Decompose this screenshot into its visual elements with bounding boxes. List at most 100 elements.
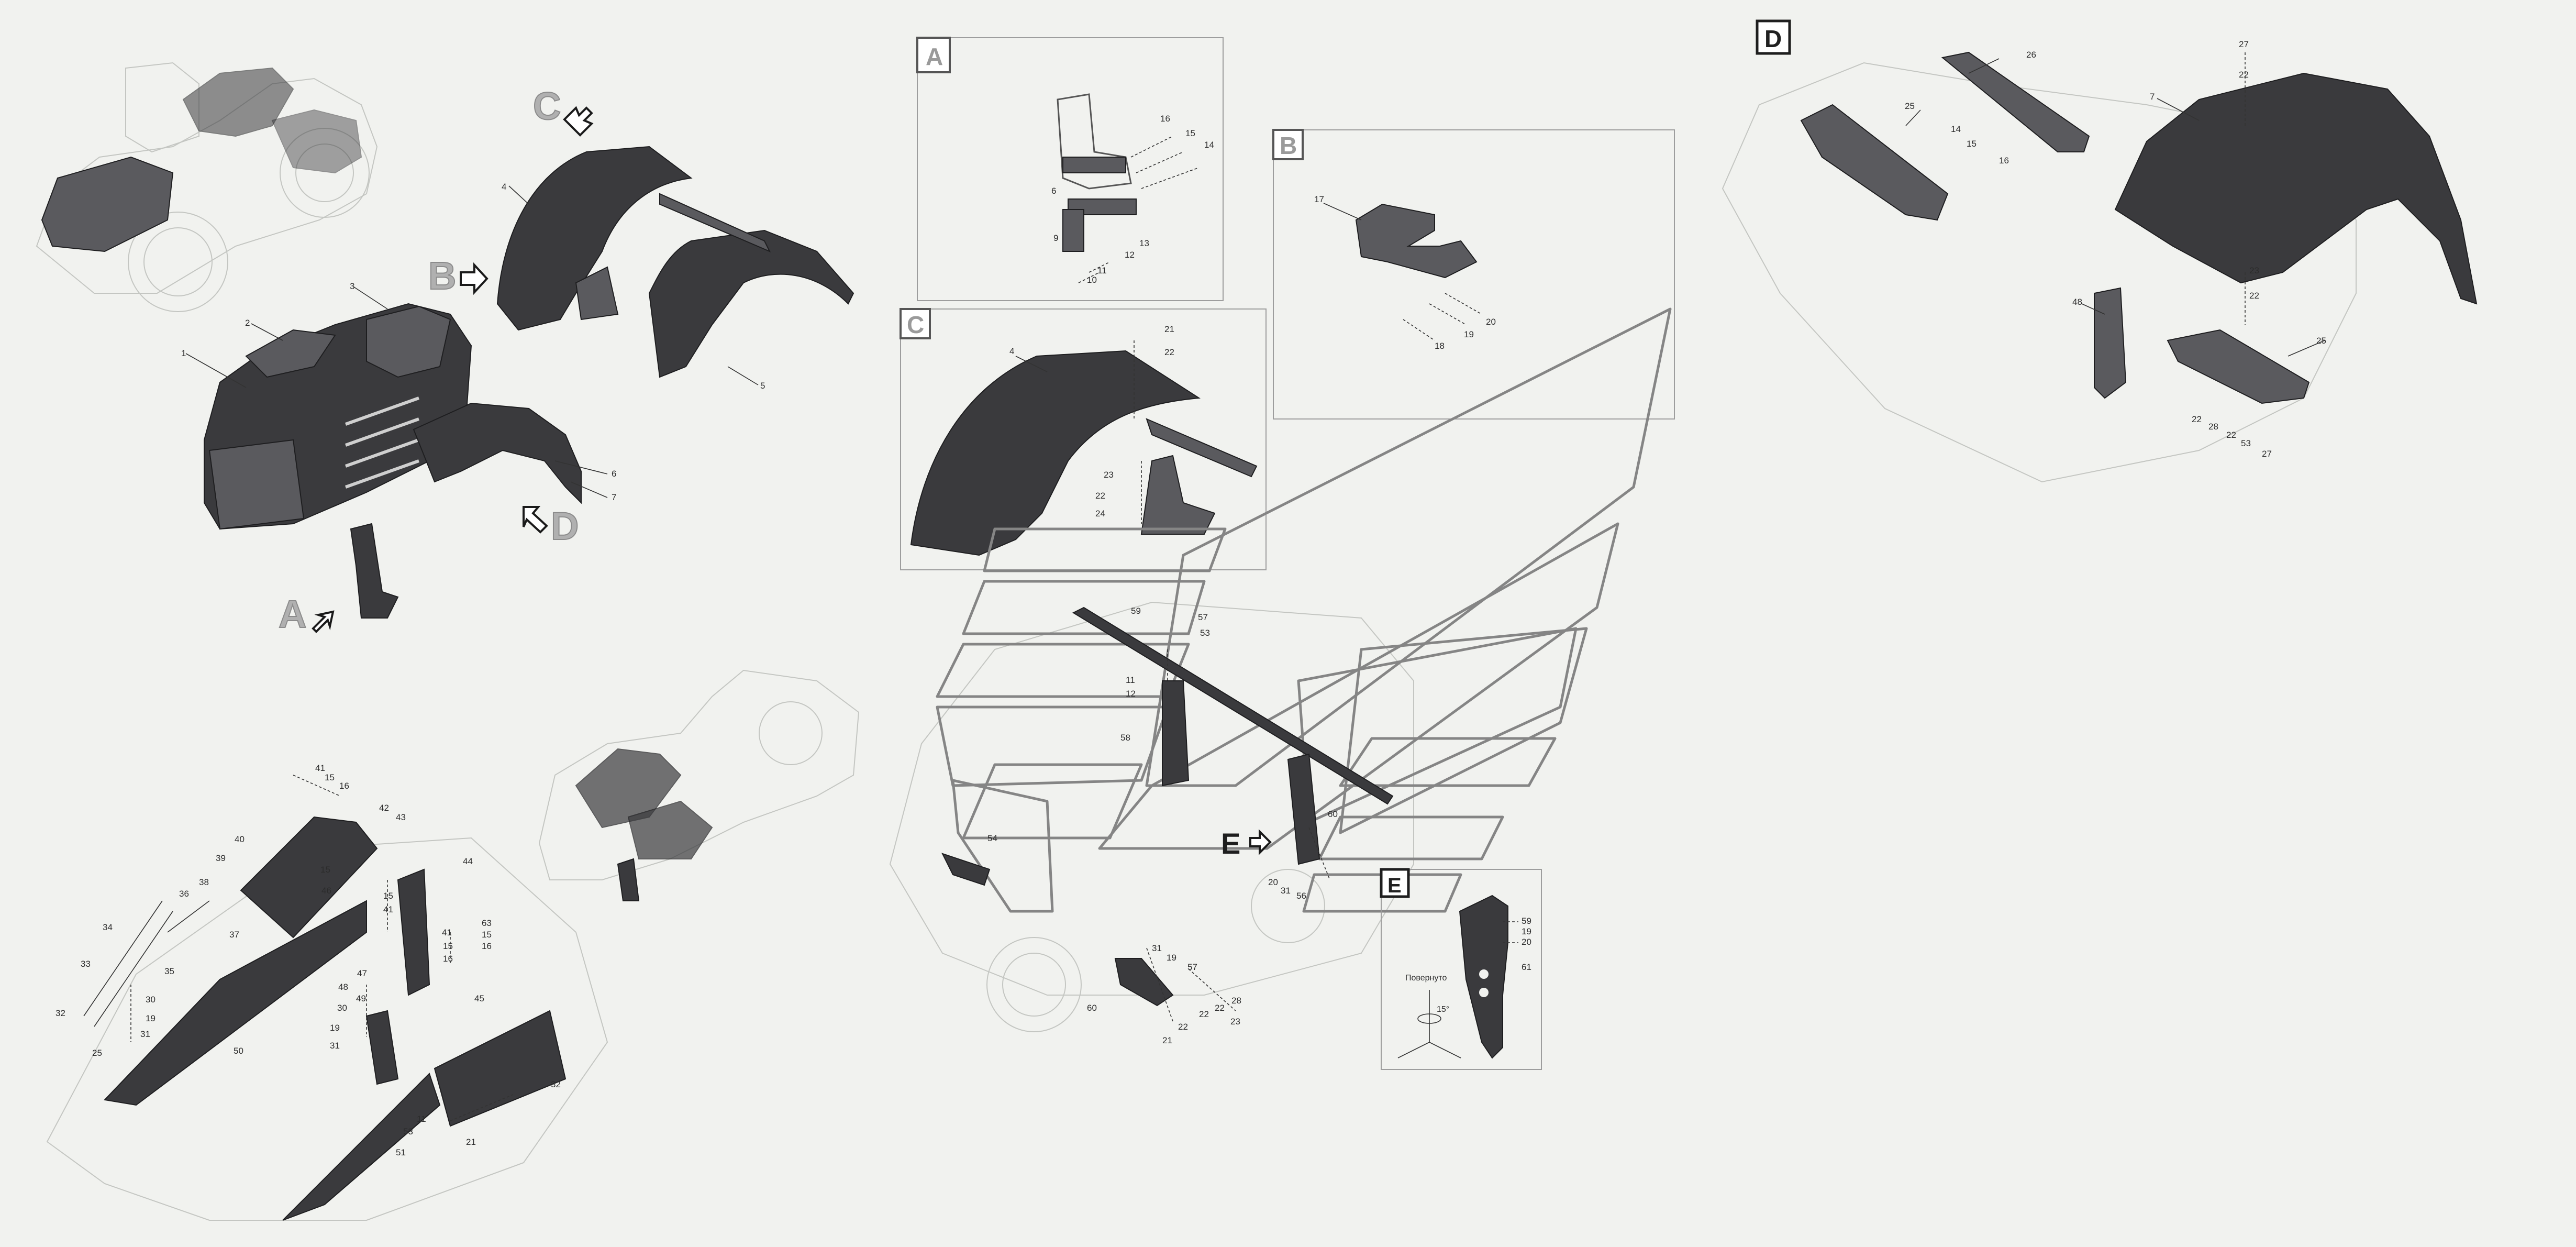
detail-b-callout-20: 20 — [1486, 317, 1496, 327]
ll-callout-44: 44 — [463, 856, 473, 866]
ll-callout-19a: 19 — [330, 1023, 340, 1033]
detail-d-callout-22c: 22 — [2192, 414, 2202, 424]
ll-callout-16b: 16 — [482, 941, 492, 951]
center-callout-22a: 22 — [1215, 1003, 1225, 1013]
ll-callout-15a: 15 — [325, 773, 335, 782]
arrow-d-icon — [523, 506, 548, 534]
ll-callout-47: 47 — [357, 968, 367, 978]
detail-d-callout-14: 14 — [1951, 124, 1961, 134]
ll-callout-37: 37 — [229, 930, 239, 940]
detail-d-callout-25a: 25 — [1905, 101, 1915, 111]
ll-callout-41b: 41 — [383, 904, 393, 914]
ll-callout-32a: 32 — [55, 1008, 65, 1018]
ll-callout-40: 40 — [235, 834, 245, 844]
front-fenders: 4 5 — [496, 146, 854, 391]
center-callout-58: 60 — [1328, 809, 1338, 819]
tractor-rear-overview — [538, 669, 860, 901]
detail-d-callout-22d: 22 — [2226, 430, 2236, 440]
ll-callout-31b: 31 — [140, 1029, 150, 1039]
center-callout-22b: 22 — [1199, 1009, 1209, 1019]
detail-c-callout-24: 24 — [1095, 509, 1105, 518]
callout-2: 2 — [245, 318, 250, 328]
ll-callout-21: 21 — [466, 1137, 476, 1147]
detail-c-callout-21: 21 — [1164, 324, 1174, 334]
detail-e-callout-61: 61 — [1522, 962, 1531, 972]
detail-a-callout-15: 15 — [1185, 128, 1195, 138]
ll-callout-45: 45 — [474, 994, 484, 1003]
ll-callout-11: 11 — [417, 1114, 426, 1124]
ll-callout-43: 43 — [396, 812, 406, 822]
callout-7: 7 — [612, 492, 616, 502]
center-callout-56: 59 — [1131, 606, 1141, 616]
detail-d-label: D — [1764, 25, 1782, 52]
callout-4: 4 — [502, 182, 506, 192]
tractor-overview — [36, 62, 378, 312]
ll-callout-32b: 32 — [551, 1079, 561, 1089]
detail-c-callout-22b: 22 — [1095, 491, 1105, 501]
detail-c-label: C — [907, 311, 924, 338]
callout-6: 6 — [612, 469, 616, 479]
detail-d-callout-15: 15 — [1967, 139, 1977, 149]
rotation-note: Повернуто — [1405, 974, 1447, 983]
ll-callout-48: 48 — [338, 982, 348, 992]
view-markers-overview: C B D A — [278, 84, 594, 636]
center-callout-20: 20 — [1268, 877, 1278, 887]
center-callout-31b: 31 — [1152, 943, 1162, 953]
view-letter-b: B — [428, 254, 456, 297]
ll-callout-15c: 15 — [383, 891, 393, 901]
ll-callout-49: 49 — [356, 994, 366, 1003]
center-callout-57: 58 — [1120, 733, 1130, 743]
arrow-c-icon — [563, 106, 594, 137]
view-letter-c: C — [533, 84, 561, 128]
ll-callout-31a: 31 — [330, 1041, 340, 1051]
center-callout-53: 53 — [1200, 628, 1210, 638]
ll-callout-15d: 15 — [482, 930, 492, 940]
ll-callout-15b: 15 — [320, 865, 330, 875]
detail-a-callout-13: 13 — [1139, 238, 1149, 248]
callout-3: 3 — [350, 281, 354, 291]
ll-callout-30a: 30 — [337, 1003, 347, 1013]
callout-5: 5 — [760, 381, 765, 391]
ll-callout-53: 53 — [403, 1127, 413, 1136]
ll-callout-38: 38 — [199, 877, 209, 887]
view-letter-e: E — [1221, 827, 1240, 860]
detail-d-callout-22b: 22 — [2249, 291, 2259, 301]
detail-e-callout-19: 19 — [1522, 926, 1531, 936]
rotation-angle: 15° — [1437, 1005, 1449, 1014]
center-callout-21: 21 — [1162, 1035, 1172, 1045]
detail-c: C 4 21 22 22 23 24 — [900, 308, 1267, 570]
detail-c-callout-4: 4 — [1009, 346, 1014, 356]
ll-callout-16c: 16 — [443, 954, 453, 964]
detail-b: B 17 18 19 20 — [1272, 129, 1675, 420]
ll-callout-51: 51 — [396, 1147, 406, 1157]
center-callout-12: 12 — [1126, 689, 1136, 699]
center-callout-60: 60 — [1087, 1003, 1097, 1013]
detail-a-callout-9: 9 — [1053, 233, 1058, 243]
ll-callout-41a: 41 — [315, 763, 325, 773]
center-callout-28: 28 — [1231, 996, 1241, 1006]
callout-1: 1 — [181, 348, 186, 358]
ll-callout-19b: 19 — [146, 1013, 156, 1023]
center-callout-19: 19 — [1167, 953, 1176, 963]
detail-c-callout-23: 23 — [1104, 470, 1114, 480]
center-callout-59c: 57 — [1187, 962, 1197, 972]
detail-a-callout-11: 11 — [1097, 266, 1107, 275]
frame-center: E 59 57 53 11 12 58 54 60 20 31 56 31 19… — [889, 307, 1672, 1045]
ll-callout-25: 25 — [92, 1048, 102, 1058]
ll-callout-50: 50 — [234, 1046, 243, 1056]
arrow-b-icon — [460, 262, 488, 295]
detail-a-callout-6: 6 — [1051, 186, 1056, 196]
detail-a: A 6 9 10 11 12 13 14 15 16 — [916, 37, 1224, 301]
view-letter-a: A — [279, 592, 306, 636]
ll-callout-33: 33 — [81, 959, 91, 969]
ll-callout-15e: 15 — [443, 941, 453, 951]
center-callout-23: 23 — [1230, 1017, 1240, 1027]
ll-callout-30b: 30 — [146, 995, 156, 1005]
center-callout-11: 11 — [1126, 675, 1135, 685]
arrow-a-icon — [312, 610, 335, 633]
ll-callout-35: 35 — [164, 966, 174, 976]
ll-callout-36: 36 — [179, 889, 189, 899]
detail-b-callout-19: 19 — [1464, 329, 1474, 339]
detail-d-callout-23: 23 — [2249, 266, 2259, 275]
